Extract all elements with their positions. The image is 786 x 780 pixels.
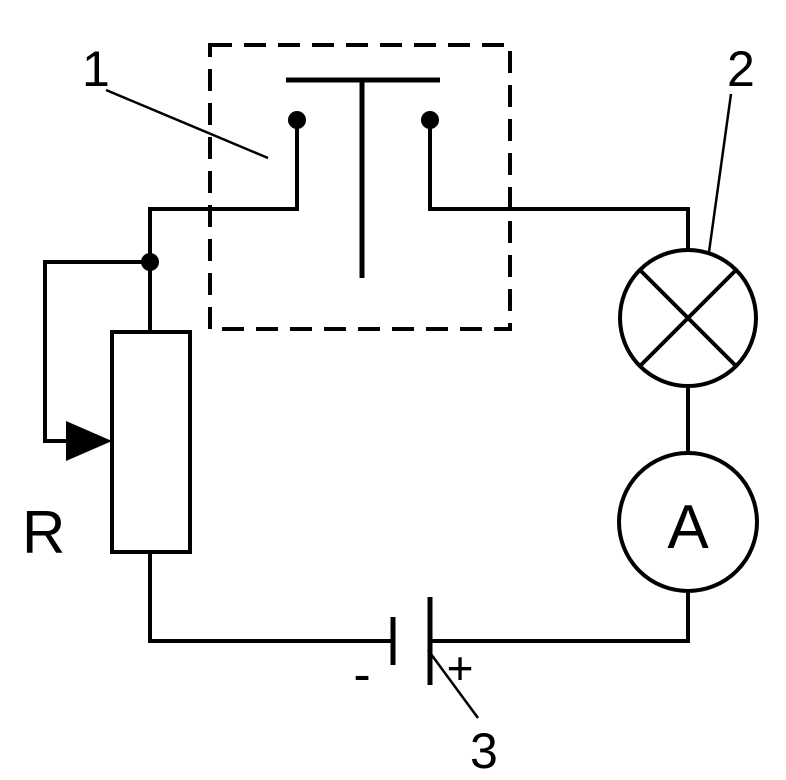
label-battery-number: 3 (470, 723, 498, 779)
leader-line-2 (707, 93, 733, 253)
leader-lines (105, 88, 733, 719)
wire-ammeter-to-battery (428, 589, 690, 643)
wire-rheostat-to-battery (148, 550, 395, 643)
ammeter-icon (617, 451, 759, 593)
lamp-cross-b (638, 268, 738, 368)
rheostat-icon (66, 330, 192, 554)
label-switch-number: 1 (82, 41, 110, 97)
push-button-switch-icon (208, 43, 512, 331)
ammeter-symbol: A (667, 493, 709, 562)
battery-positive-sign: + (447, 642, 474, 694)
battery-icon (390, 597, 433, 685)
rheostat-body (110, 330, 192, 554)
junction-dot (141, 253, 159, 271)
ammeter-circle (617, 451, 759, 593)
battery-negative-sign: - (353, 646, 370, 704)
circuit-wires (43, 207, 690, 643)
lamp-icon (618, 248, 758, 388)
label-lamp-number: 2 (727, 41, 755, 97)
switch-right-contact (421, 111, 439, 129)
label-rheostat: R (22, 499, 65, 566)
switch-left-contact (288, 111, 306, 129)
leader-line-3 (426, 649, 480, 719)
switch-housing-dashed (208, 43, 512, 331)
wire-switch-to-lamp (428, 207, 690, 252)
wire-switch-to-rheostat (148, 207, 299, 334)
leader-line-1 (105, 88, 269, 160)
wire-rheostat-wiper (43, 260, 152, 443)
rheostat-wiper-arrow (66, 421, 112, 461)
